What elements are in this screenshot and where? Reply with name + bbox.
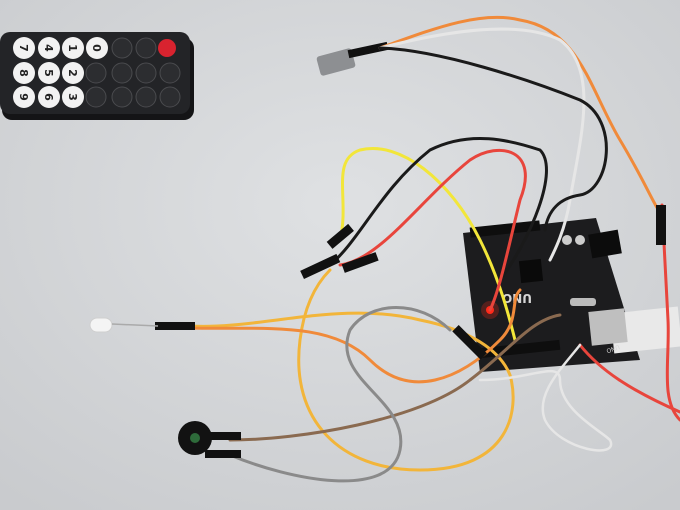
white-led	[89, 317, 159, 333]
remote-key-label: 6	[42, 93, 55, 101]
remote-key-8	[13, 62, 35, 84]
remote-key-9	[13, 86, 35, 108]
remote-key-4	[38, 37, 60, 59]
remote-key-label: 8	[17, 69, 30, 77]
remote-key-label: 1	[66, 44, 79, 52]
remote-key-6	[38, 86, 60, 108]
remote-key-label: 0	[90, 44, 103, 52]
remote-key-5	[38, 62, 60, 84]
board-label-small: UNO	[605, 343, 620, 354]
remote-key-label: 7	[17, 44, 30, 52]
jumper-wires	[155, 15, 680, 483]
remote-key-label: 3	[66, 93, 79, 101]
ir-receiver	[316, 41, 389, 76]
ir-remote: 7 4 1 0 8 5 2 9 6 3	[0, 32, 194, 120]
remote-key-label: 2	[66, 69, 79, 77]
remote-key-label: 4	[42, 44, 55, 52]
usb-cable	[610, 306, 680, 354]
remote-key-7	[13, 37, 35, 59]
remote-key-label: 9	[17, 93, 30, 101]
buzzer	[178, 421, 212, 455]
remote-key-2	[62, 62, 84, 84]
remote-key-3	[62, 86, 84, 108]
remote-key-0	[86, 37, 108, 59]
remote-key-label: 5	[42, 69, 55, 77]
remote-key-1	[62, 37, 84, 59]
power-button	[158, 39, 176, 57]
